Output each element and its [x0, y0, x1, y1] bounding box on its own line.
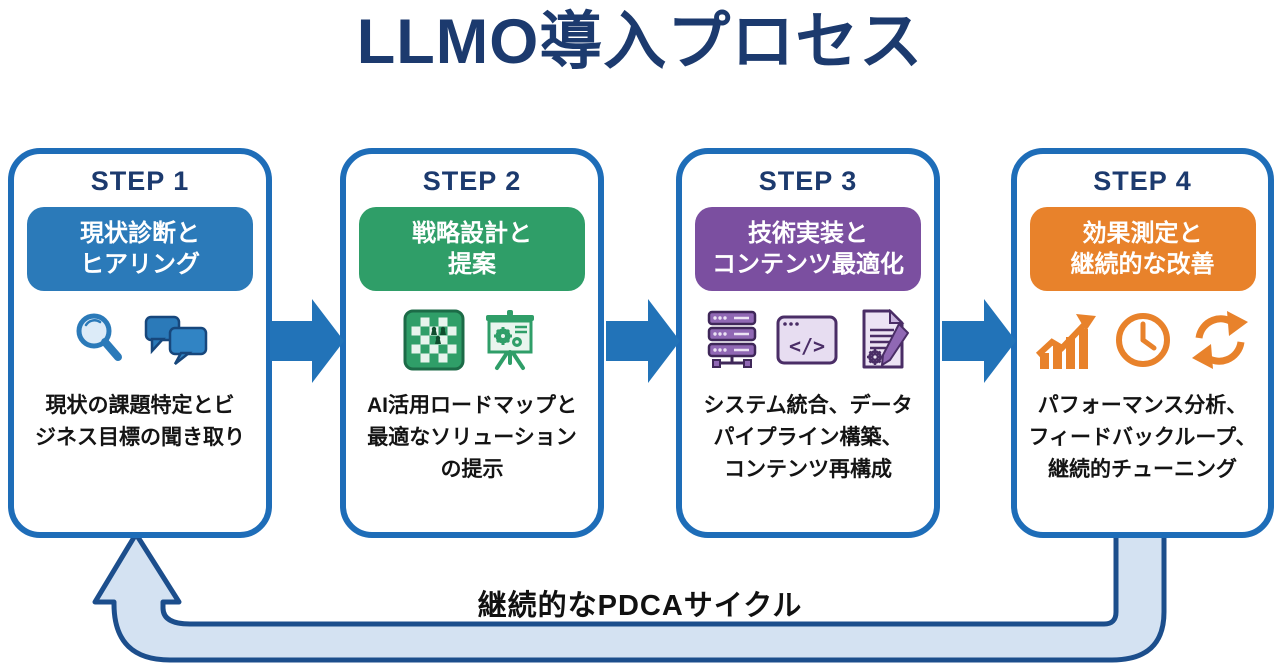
refresh-cycle-icon	[1191, 311, 1248, 369]
step4-heading: STEP 4	[1093, 166, 1192, 196]
step4-card: STEP 4 効果測定と 継続的な改善	[1011, 148, 1274, 538]
step4-description: パフォーマンス分析、 フィードバックループ、 継続的チューニング	[1028, 394, 1257, 481]
pdca-loop-label: 継続的なPDCAサイクル	[477, 590, 803, 622]
page-title: LLMO導入プロセス	[356, 7, 924, 77]
growth-chart-icon	[1035, 314, 1096, 369]
arrow-step1-to-step2	[270, 299, 344, 383]
step3-card: STEP 3 技術実装と コンテンツ最適化	[676, 148, 940, 538]
step3-description: システム統合、データ パイプライン構築、 コンテンツ再構成	[703, 394, 913, 481]
clock-icon	[1115, 313, 1170, 367]
presentation-gears-icon	[486, 310, 534, 370]
step2-description: AI活用ロードマップと 最適なソリューション の提示	[367, 394, 577, 481]
step1-heading: STEP 1	[90, 166, 190, 196]
arrow-step3-to-step4	[942, 299, 1016, 383]
server-icon	[707, 310, 757, 368]
document-pencil-icon	[862, 309, 909, 369]
arrow-step2-to-step3	[606, 299, 680, 383]
step1-card: STEP 1 現状診断と ヒアリング 現状の課題特定とビ ジネス目標の聞き取り	[8, 148, 272, 538]
code-window-icon: </>	[776, 315, 838, 365]
chat-bubbles-icon	[144, 315, 208, 365]
step2-heading: STEP 2	[422, 166, 522, 196]
step3-heading: STEP 3	[758, 166, 858, 196]
step1-description: 現状の課題特定とビ ジネス目標の聞き取り	[35, 394, 245, 449]
strategy-board-icon	[403, 309, 465, 371]
step4-badge: 効果測定と 継続的な改善	[1029, 207, 1256, 291]
step1-badge: 現状診断と ヒアリング	[27, 207, 253, 291]
magnifier-icon	[76, 313, 122, 361]
step2-card: STEP 2 戦略設計と 提案	[340, 148, 604, 538]
step2-badge: 戦略設計と 提案	[359, 207, 585, 291]
step3-badge: 技術実装と コンテンツ最適化	[695, 207, 921, 291]
svg-text:</>: </>	[789, 334, 825, 358]
